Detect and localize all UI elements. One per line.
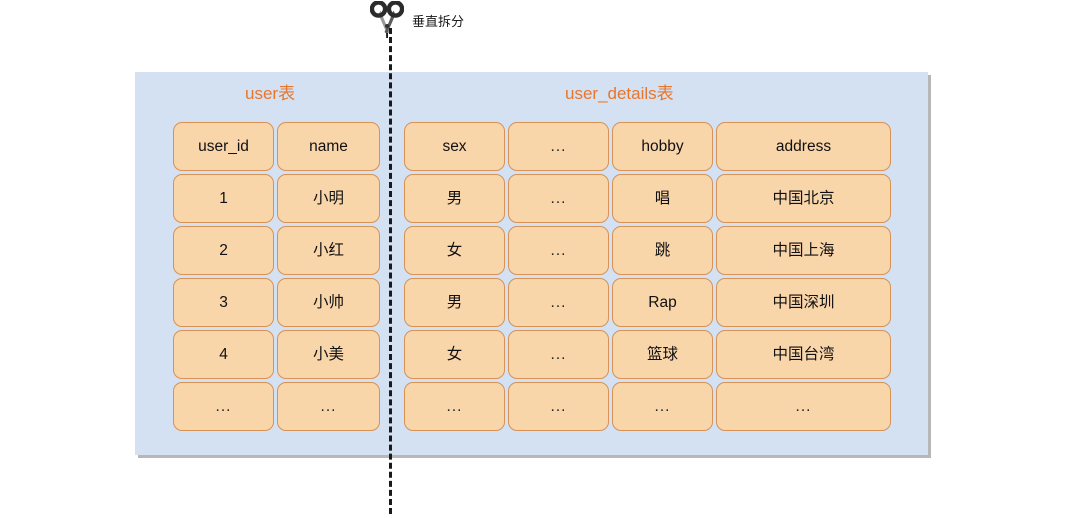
column-header-cell: address: [716, 122, 891, 171]
vertical-split-divider: [389, 28, 392, 514]
column-header-cell: user_id: [173, 122, 274, 171]
table-cell: 篮球: [612, 330, 713, 379]
table-cell: ...: [612, 382, 713, 431]
table-title-user: user表: [245, 84, 296, 103]
table-cell: 中国北京: [716, 174, 891, 223]
table-cell: 4: [173, 330, 274, 379]
table-cell: ...: [508, 330, 609, 379]
table-cell: 小明: [277, 174, 380, 223]
table-cell: 中国台湾: [716, 330, 891, 379]
column-header-cell: ...: [508, 122, 609, 171]
table-cell: ...: [716, 382, 891, 431]
table-cell: 1: [173, 174, 274, 223]
column-header-cell: name: [277, 122, 380, 171]
table-cell: 跳: [612, 226, 713, 275]
column-header-cell: sex: [404, 122, 505, 171]
table-cell: ...: [404, 382, 505, 431]
table-cell: 中国上海: [716, 226, 891, 275]
split-caption-label: 垂直拆分: [412, 13, 465, 29]
table-cell: 小帅: [277, 278, 380, 327]
table-cell: 2: [173, 226, 274, 275]
column-header-cell: hobby: [612, 122, 713, 171]
table-cell: 女: [404, 330, 505, 379]
table-cell: ...: [508, 278, 609, 327]
table-cell: 男: [404, 174, 505, 223]
table-cell: 小红: [277, 226, 380, 275]
table-cell: Rap: [612, 278, 713, 327]
table-cell: ...: [508, 382, 609, 431]
split-marker: 垂直拆分: [370, 0, 464, 40]
table-cell: ...: [277, 382, 380, 431]
table-cell: ...: [508, 174, 609, 223]
table-cell: 男: [404, 278, 505, 327]
scissors-icon: [370, 1, 404, 38]
table-cell: 唱: [612, 174, 713, 223]
table-cell: 小美: [277, 330, 380, 379]
table-cell: ...: [173, 382, 274, 431]
table-cell: 中国深圳: [716, 278, 891, 327]
table-cell: 3: [173, 278, 274, 327]
table-cell: ...: [508, 226, 609, 275]
table-cell: 女: [404, 226, 505, 275]
table-title-user-details: user_details表: [565, 84, 674, 103]
